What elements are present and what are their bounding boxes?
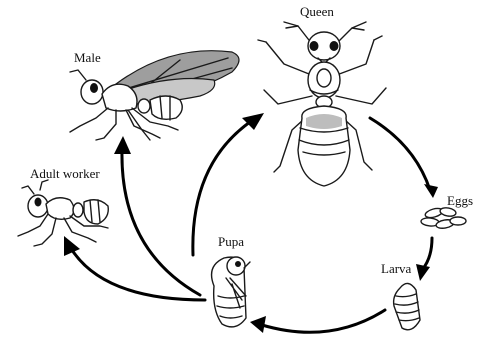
pupa-label: Pupa <box>218 234 244 249</box>
arrow-queen-to-eggs-head <box>424 184 438 198</box>
eggs-label: Eggs <box>447 193 473 208</box>
queen-ant-illustration <box>258 22 386 186</box>
larva-illustration <box>394 283 420 329</box>
arrow-queen-to-eggs <box>370 118 430 190</box>
arrow-pupa-to-adult-worker <box>72 250 205 300</box>
queen-label: Queen <box>300 4 334 19</box>
arrow-larva-to-pupa-head <box>250 316 266 333</box>
pupa-illustration <box>212 257 250 327</box>
arrow-larva-to-pupa <box>262 310 385 332</box>
arrow-pupa-to-male-head <box>114 136 131 154</box>
cycle-arrows <box>64 113 438 333</box>
eggs-illustration <box>421 207 466 230</box>
male-label: Male <box>74 50 101 65</box>
arrow-eggs-to-larva <box>422 238 432 270</box>
arrow-pupa-to-adult-worker-head <box>64 236 80 256</box>
larva-label: Larva <box>381 261 412 276</box>
adult-worker-ant-illustration <box>18 180 108 246</box>
arrow-pupa-to-queen-head <box>242 113 264 130</box>
arrow-eggs-to-larva-head <box>416 264 430 281</box>
arrow-pupa-to-male <box>122 150 200 295</box>
adult-worker-label: Adult worker <box>30 166 100 181</box>
